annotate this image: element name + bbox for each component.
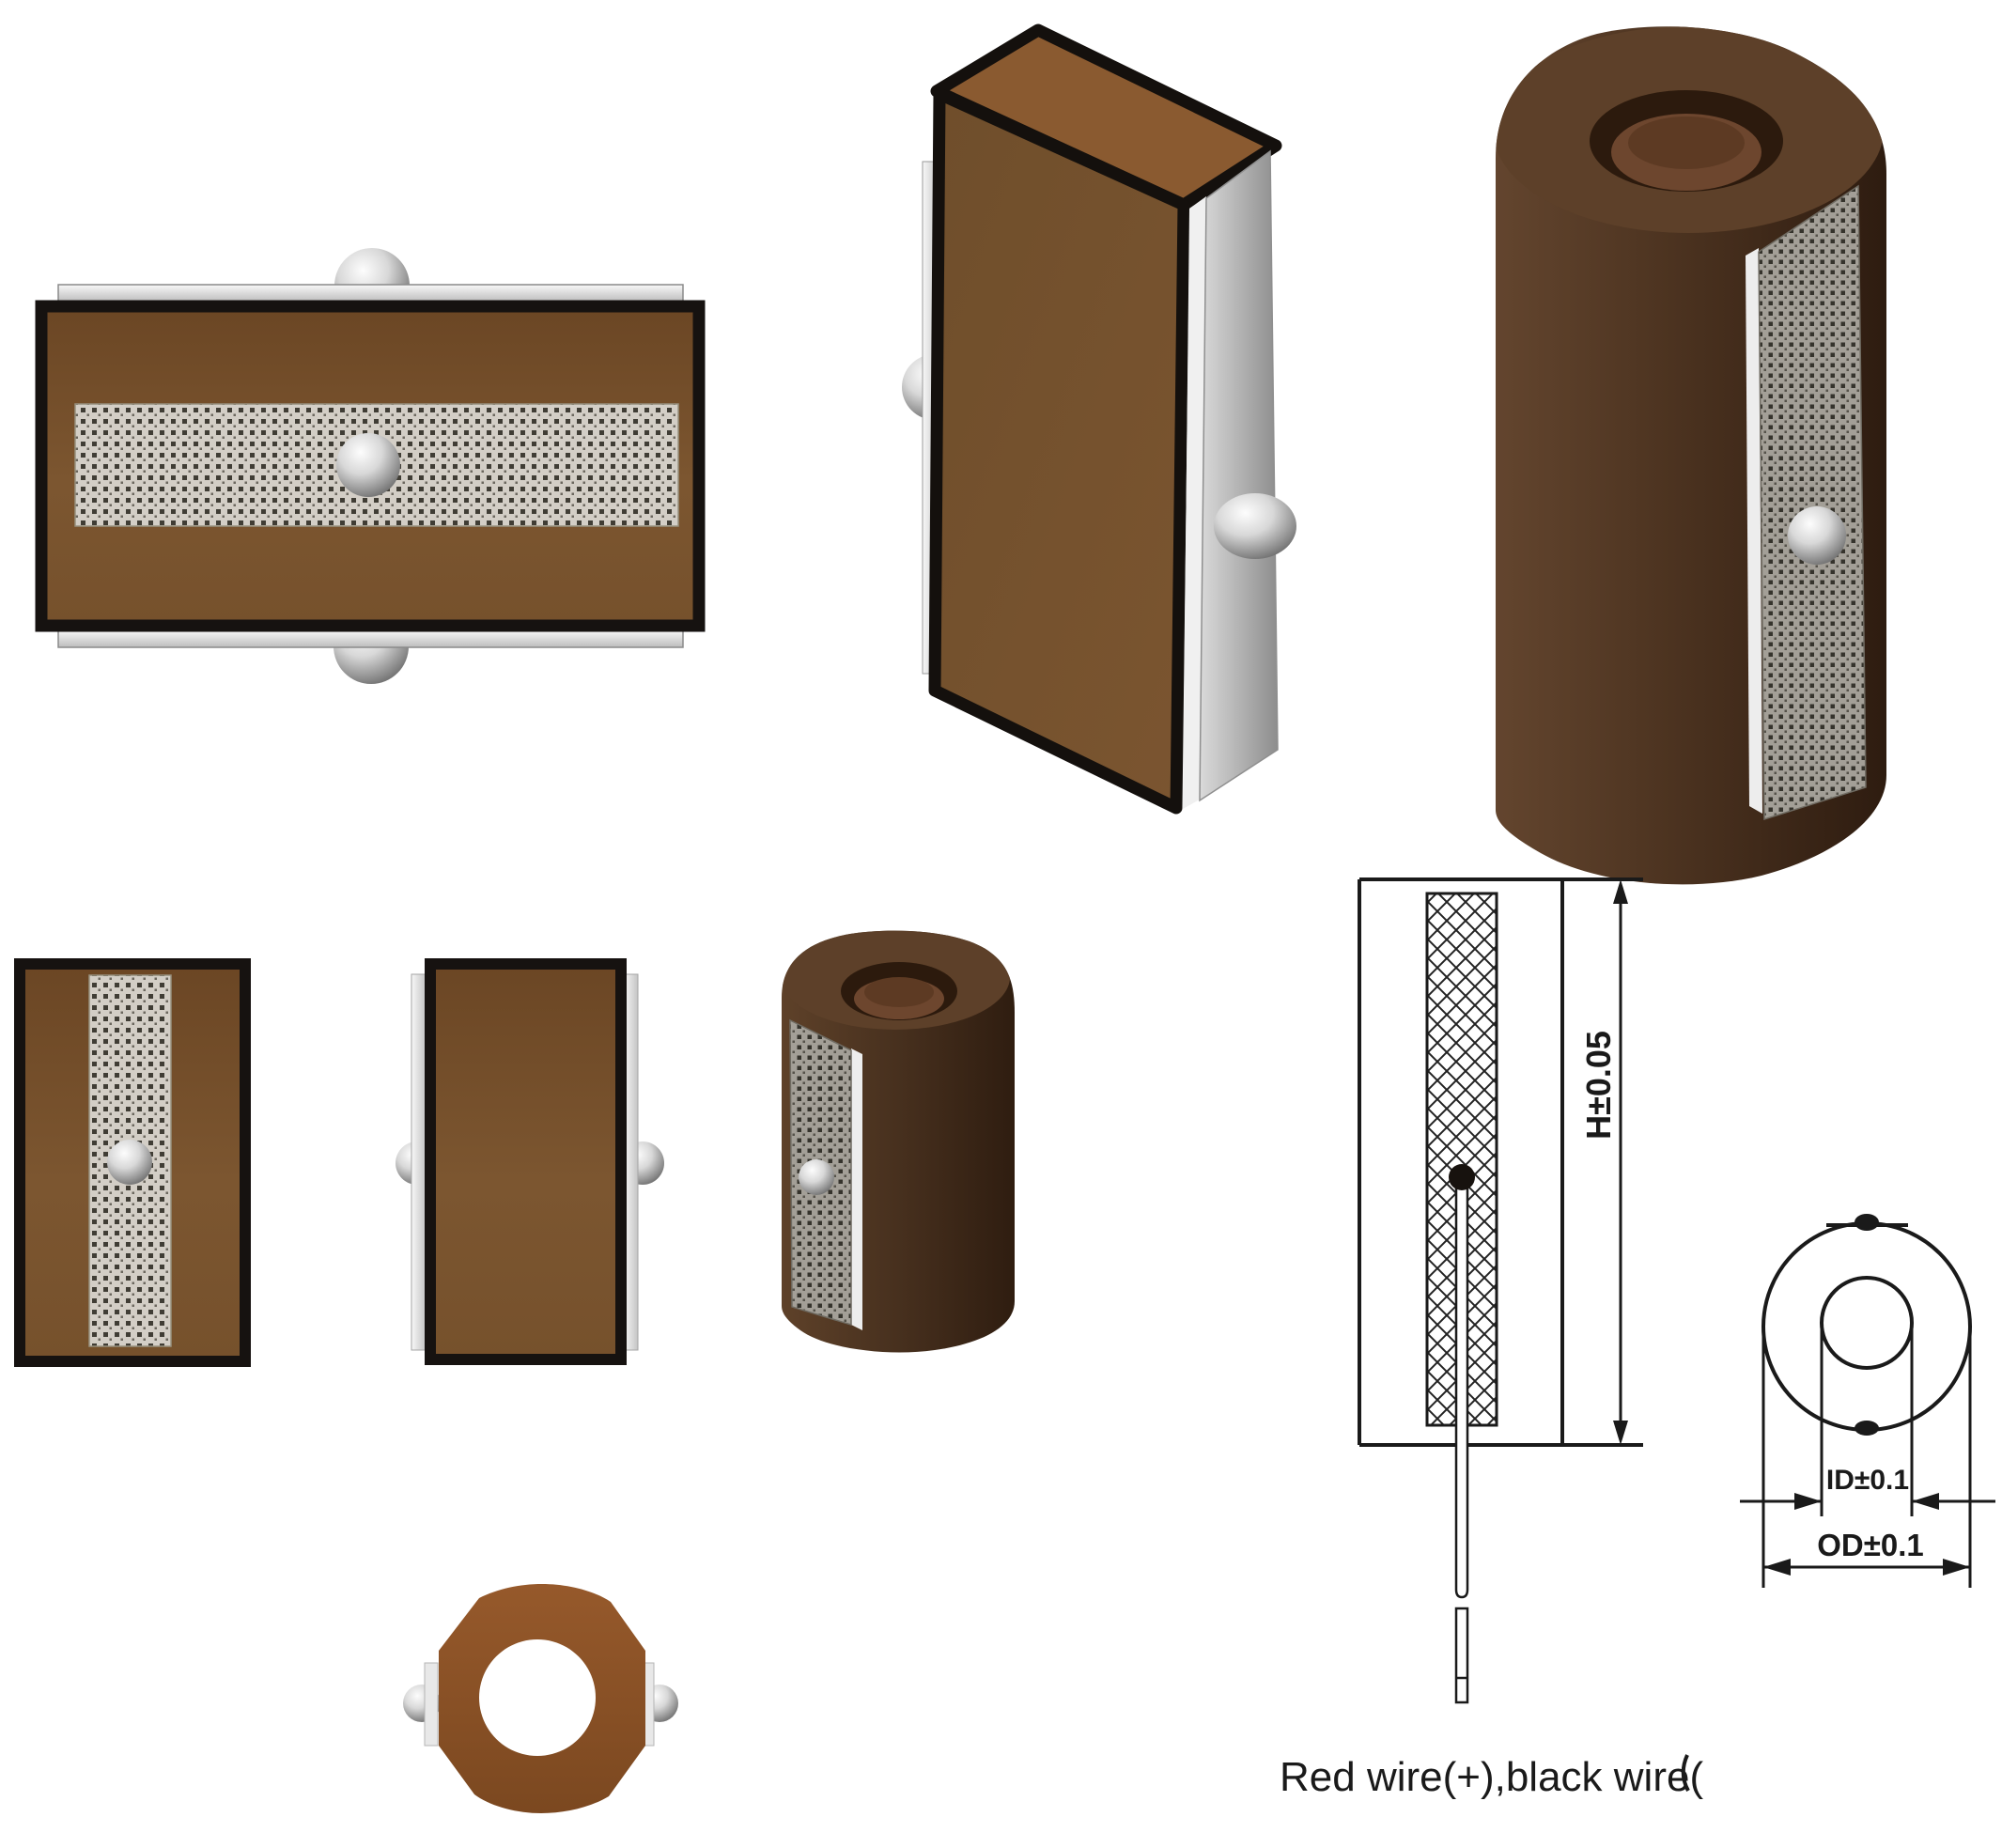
outer-diameter-label: OD±0.1 <box>1817 1528 1924 1562</box>
mesh-panel-highlight <box>1746 248 1762 814</box>
plate-body <box>425 958 627 1365</box>
height-tolerance-label: H±0.05 <box>1579 1031 1618 1140</box>
lead-wire-upper <box>1454 1177 1469 1599</box>
diameter-dimension-drawing: ID±0.1 OD±0.1 <box>1740 1214 1995 1588</box>
electrode-tab-bottom <box>1855 1421 1879 1436</box>
metal-layer-highlight <box>1183 196 1206 809</box>
center-hole-floor <box>1628 116 1745 169</box>
arrowhead-up <box>1613 879 1628 904</box>
truncated-character-fragment <box>1681 1754 1690 1792</box>
plate-front-face <box>928 87 1190 815</box>
small-cylinder-with-hole <box>782 930 1015 1353</box>
mesh-panel-highlight <box>851 1048 862 1330</box>
solder-ball-right <box>1214 493 1296 559</box>
inner-diameter-label: ID±0.1 <box>1826 1465 1909 1496</box>
electrode-tab-top <box>1855 1214 1879 1231</box>
solder-ball-center <box>107 1140 152 1185</box>
ring-body <box>439 1584 645 1813</box>
height-dimension-drawing: H±0.05 <box>1358 877 1643 1704</box>
solder-ball-center <box>336 433 400 497</box>
wire-joint-dot <box>1449 1164 1475 1190</box>
metal-layer-bottom-edge <box>57 629 684 648</box>
metal-layer-top-edge <box>57 284 684 303</box>
center-hole-floor <box>864 977 934 1007</box>
top-view-plate-with-mesh <box>35 248 706 684</box>
solder-ball <box>799 1159 834 1195</box>
od-arrow-left <box>1763 1559 1791 1576</box>
solder-ball <box>1788 506 1846 565</box>
arrowhead-down <box>1613 1421 1628 1445</box>
metal-tab-left <box>424 1662 439 1747</box>
lead-wire-lower <box>1454 1607 1469 1704</box>
side-view-plate <box>396 958 664 1365</box>
wire-note-text: Red wire(+),black wire( <box>1280 1754 1703 1800</box>
mesh-electrode-panel <box>1758 184 1867 821</box>
id-arrow-left <box>1794 1493 1822 1510</box>
metal-side-panel <box>1199 149 1279 802</box>
id-arrow-right <box>1912 1493 1939 1510</box>
od-arrow-right <box>1943 1559 1970 1576</box>
perspective-plate-3d <box>902 23 1296 815</box>
front-view-plate-with-mesh <box>14 958 251 1367</box>
wire-polarity-note: Red wire(+),black wire( <box>1280 1754 1703 1800</box>
ring-top-view <box>403 1584 678 1813</box>
large-cylinder-with-hole <box>1496 26 1886 885</box>
metal-layer-left-edge <box>411 973 427 1351</box>
